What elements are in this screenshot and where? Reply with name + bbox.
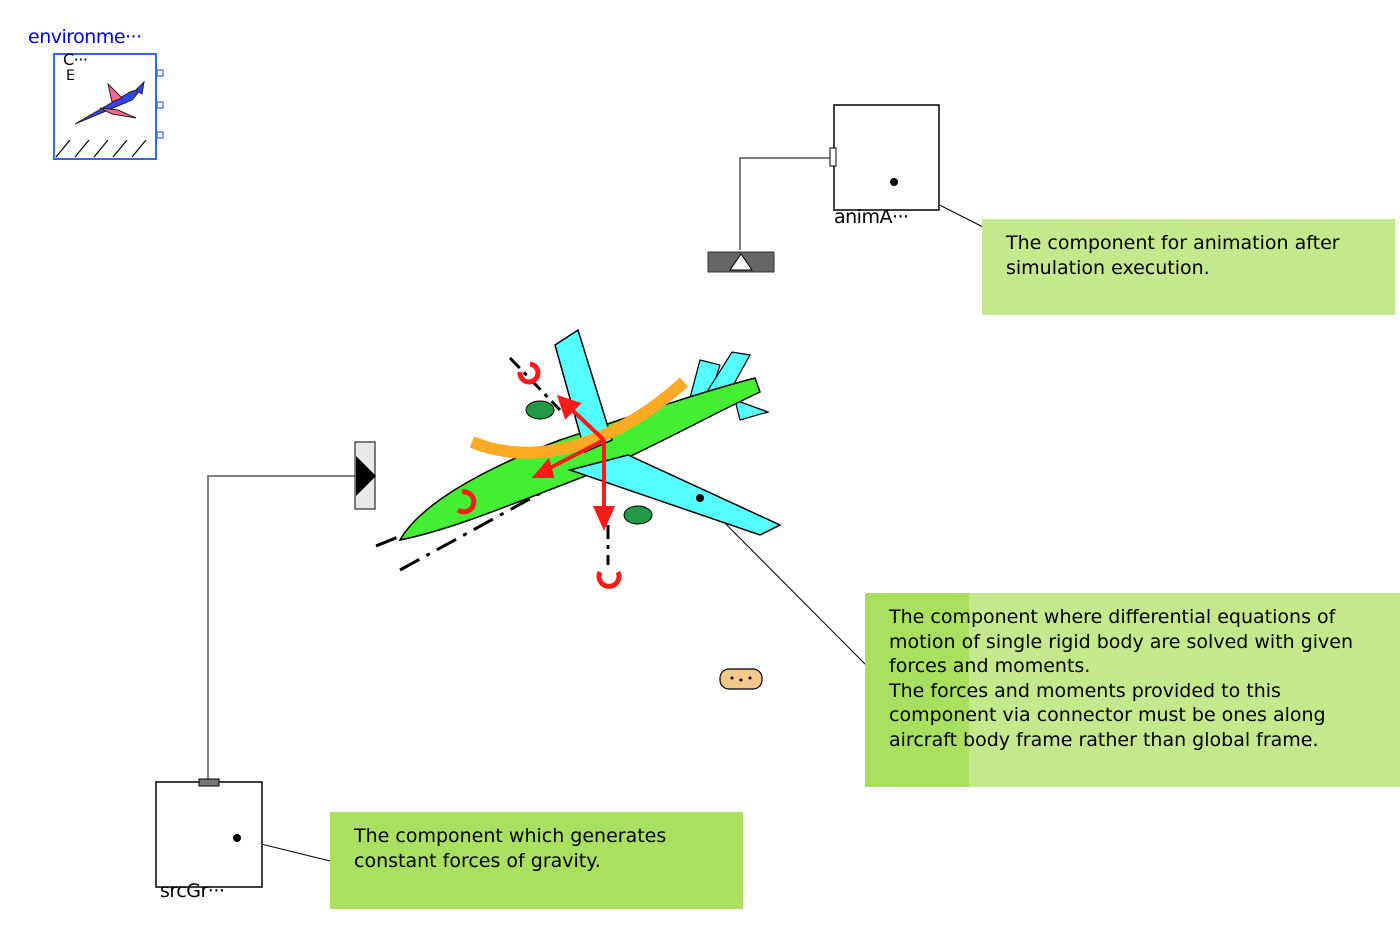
rigid-body-note-line: aircraft body frame rather than global f…	[889, 728, 1319, 751]
rigid-body-note-line: forces and moments.	[889, 655, 1091, 677]
input-port-icon[interactable]	[354, 441, 376, 510]
aircraft-icon[interactable]	[375, 328, 782, 589]
rigid-body-note-line: motion of single rigid body are solved w…	[889, 630, 1354, 653]
gravity-input-wire[interactable]	[207, 475, 360, 782]
anim-note-line: The component for animation after	[1006, 232, 1340, 254]
rigid-body-note-line: component via connector must be ones alo…	[889, 704, 1326, 726]
environment-inner-label: C···	[63, 50, 88, 69]
rigid-body-note-line: The forces and moments provided to this	[889, 679, 1281, 702]
anim-label[interactable]: animA···	[834, 206, 909, 228]
gravity-note-line: The component which generates	[354, 825, 667, 847]
src-gravity-component[interactable]	[155, 778, 263, 888]
rigid-body-note[interactable]: The component where differential equatio…	[865, 593, 1400, 787]
anim-component[interactable]	[829, 104, 940, 211]
anim-note[interactable]: The component for animation after simula…	[982, 219, 1395, 315]
environment-label[interactable]: environme···	[28, 26, 142, 48]
rigid-body-note-line: The component where differential equatio…	[889, 606, 1336, 628]
gravity-note-line: constant forces of gravity.	[354, 849, 601, 872]
rigid-body-note-leader	[699, 497, 867, 666]
ground-fixed-icon[interactable]	[707, 251, 775, 273]
environment-inner-letter: E	[66, 68, 75, 84]
gravity-note[interactable]: The component which generates constant f…	[330, 812, 743, 909]
jet-icon	[74, 80, 145, 125]
anim-note-line: simulation execution.	[1006, 256, 1210, 279]
src-gravity-label[interactable]: srcGr···	[160, 880, 225, 902]
environment-component[interactable]	[53, 53, 164, 160]
small-connector-icon[interactable]	[719, 668, 763, 690]
anim-ground-wire[interactable]	[739, 157, 833, 250]
